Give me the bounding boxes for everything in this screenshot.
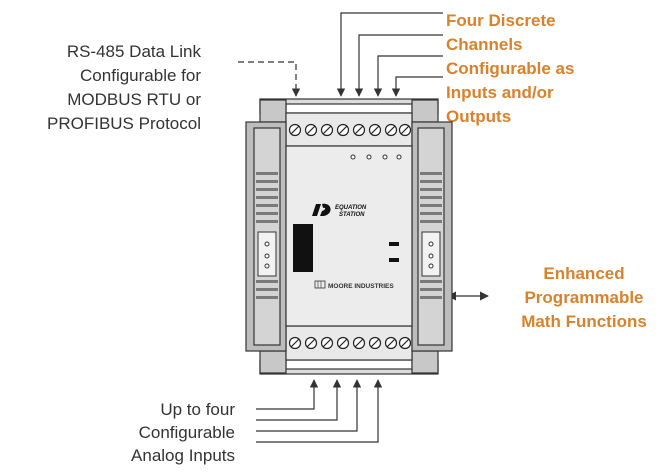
rs485-line-4: PROFIBUS Protocol [47,114,201,133]
math-line-3: Math Functions [521,312,647,331]
brand-text: MOORE INDUSTRIES [328,283,394,290]
discrete-arrow-2 [354,34,443,97]
left-latch [257,231,277,277]
math-functions-label: Enhanced Programmable Math Functions [500,262,668,334]
discrete-channels-label: Four Discrete Channels Configurable as I… [446,9,574,129]
status-leds [350,154,402,160]
discrete-line-4: Inputs and/or [446,83,554,102]
rs485-line-3: MODBUS RTU or [67,90,201,109]
analog-inputs-label: Up to four Configurable Analog Inputs [131,398,235,467]
bottom-terminal-screws [288,336,412,350]
analog-arrow-3 [256,379,362,432]
analog-line-3: Analog Inputs [131,446,235,465]
discrete-line-5: Outputs [446,107,512,126]
equation-station-logo: EQUATION STATION [312,203,367,218]
analog-arrow-4 [256,379,383,443]
right-latch [421,231,441,277]
indicator-dash-1 [389,242,399,246]
analog-line-2: Configurable [138,423,235,442]
math-line-1: Enhanced [543,264,625,283]
analog-arrow-2 [256,379,342,421]
rs485-line-2: Configurable for [80,66,201,85]
analog-line-1: Up to four [160,400,235,419]
discrete-arrow-1 [336,12,443,97]
rs485-dashed-leader [238,61,301,97]
device-body [245,98,453,375]
right-rail-slots [420,172,442,299]
discrete-line-3: Configurable as [446,59,575,78]
rs485-label: RS-485 Data Link Configurable for MODBUS… [47,40,201,136]
math-line-2: Programmable [524,288,644,307]
analog-arrow-1 [256,379,319,410]
logo-text-1: EQUATION [335,205,367,211]
moore-industries-brand: MOORE INDUSTRIES [314,280,394,290]
left-rail-slots [256,172,278,299]
indicator-dash-2 [389,258,399,262]
discrete-arrow-4 [391,76,443,97]
discrete-arrow-3 [373,55,443,97]
discrete-line-1: Four Discrete [446,11,556,30]
rs485-line-1: RS-485 Data Link [66,42,201,61]
display-window [293,224,313,272]
top-terminal-screws [288,123,412,137]
discrete-line-2: Channels [446,35,523,54]
logo-text-2: STATION [339,212,365,218]
